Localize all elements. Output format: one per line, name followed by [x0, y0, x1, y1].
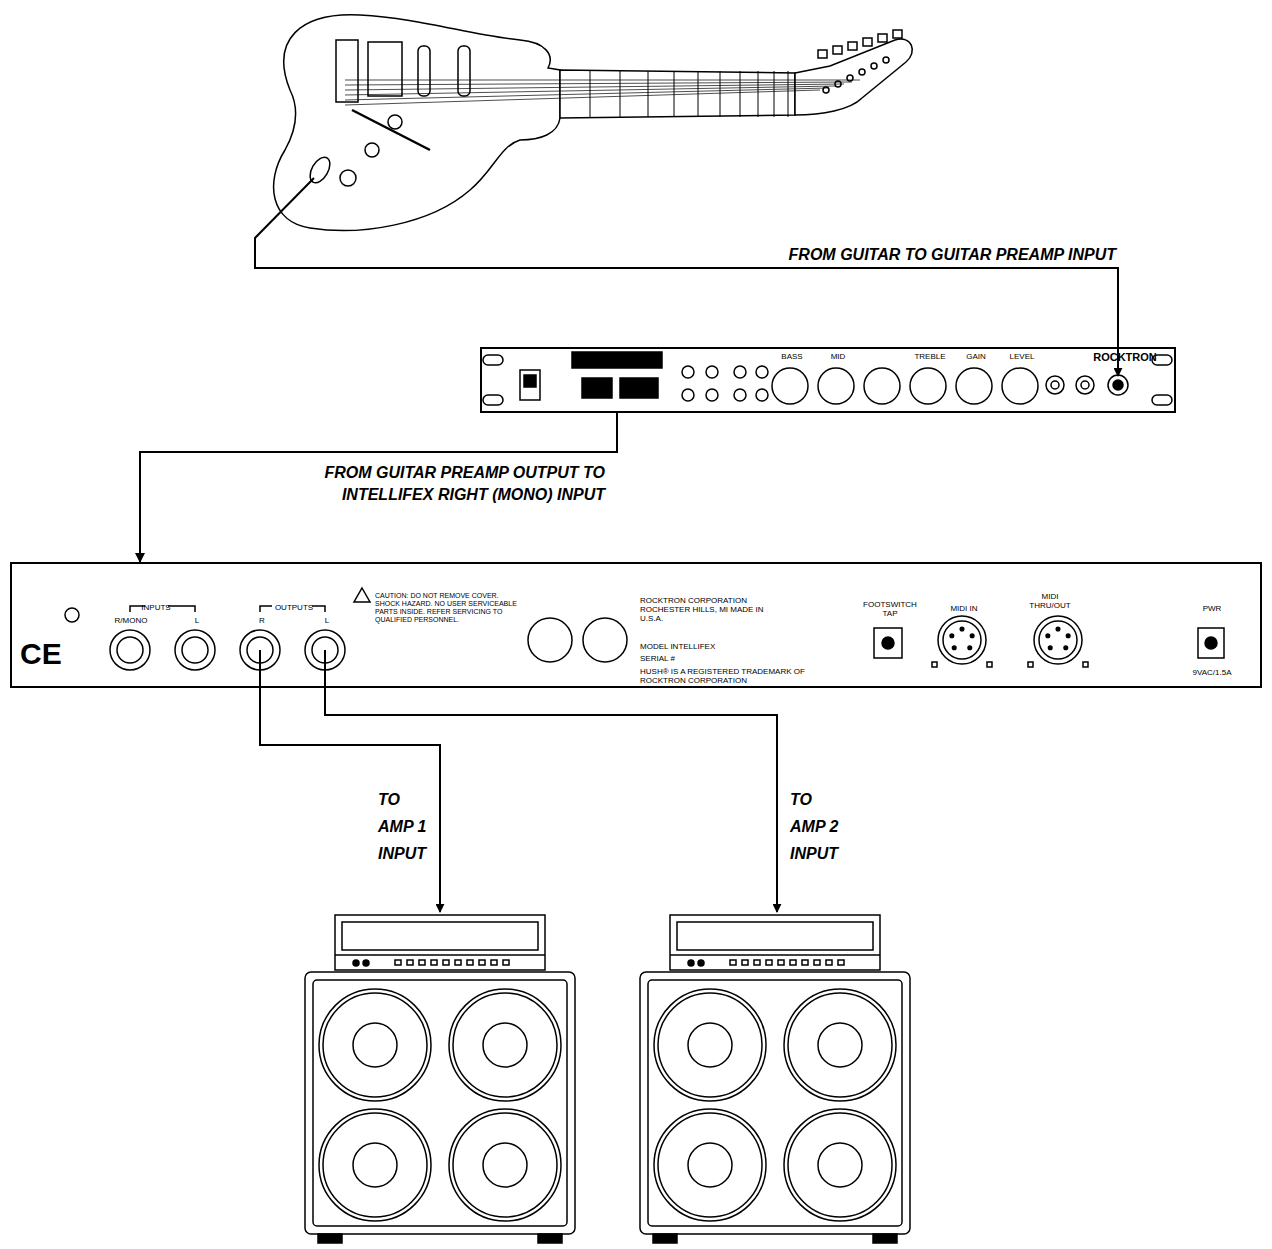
cable-caption: FROM GUITAR PREAMP OUTPUT TO INTELLIFEX …: [305, 462, 605, 506]
panel-label: MIDI THRU/OUT: [1025, 592, 1075, 610]
panel-label: CE: [20, 636, 64, 671]
panel-label: MIDI IN: [939, 604, 989, 613]
panel-label: TREBLE: [910, 352, 950, 361]
cable-caption: TO AMP 2 INPUT: [790, 786, 844, 867]
panel-label: SERIAL #: [640, 654, 800, 663]
output-cable: [260, 650, 440, 912]
panel-label: FOOTSWITCH TAP: [862, 600, 918, 618]
cable-caption: FROM GUITAR TO GUITAR PREAMP INPUT: [760, 246, 1116, 264]
panel-label: R: [252, 616, 272, 625]
panel-label: ROCKTRON: [1080, 351, 1170, 364]
panel-label: BASS: [772, 352, 812, 361]
panel-label: L: [317, 616, 337, 625]
signal-cable: [140, 413, 617, 562]
cable-caption: TO AMP 1 INPUT: [378, 786, 432, 867]
panel-label: MID: [818, 352, 858, 361]
panel-label: OUTPUTS: [268, 603, 320, 612]
panel-label: GAIN: [956, 352, 996, 361]
intellifex-rear-panel: CE INPUTS R/MONO L OUTPUTS R L CAUTION: DO NOT …: [10, 562, 1262, 688]
panel-label: LEVEL: [1002, 352, 1042, 361]
intellifex-rear-parts: [65, 588, 1224, 670]
panel-label: PWR: [1197, 604, 1227, 613]
panel-label: INPUTS: [136, 603, 176, 612]
panel-label: CAUTION: DO NOT REMOVE COVER. SHOCK HAZA…: [375, 592, 525, 624]
output-cable: [325, 650, 777, 912]
preamp-rack: BASS MID TREBLE GAIN LEVEL ROCKTRON: [480, 347, 1176, 413]
panel-label: MODEL INTELLIFEX: [640, 642, 800, 651]
guitar-drawing: [274, 15, 913, 231]
preamp-panel-parts: [483, 352, 1172, 405]
panel-label: ROCKTRON CORPORATION ROCHESTER HILLS, MI…: [640, 596, 770, 623]
panel-label: HUSH® IS A REGISTERED TRADEMARK OF ROCKT…: [640, 667, 815, 685]
panel-label: 9VAC/1.5A: [1184, 668, 1240, 677]
panel-label: R/MONO: [106, 616, 156, 625]
panel-label: L: [187, 616, 207, 625]
amp-stacks: [305, 915, 910, 1243]
